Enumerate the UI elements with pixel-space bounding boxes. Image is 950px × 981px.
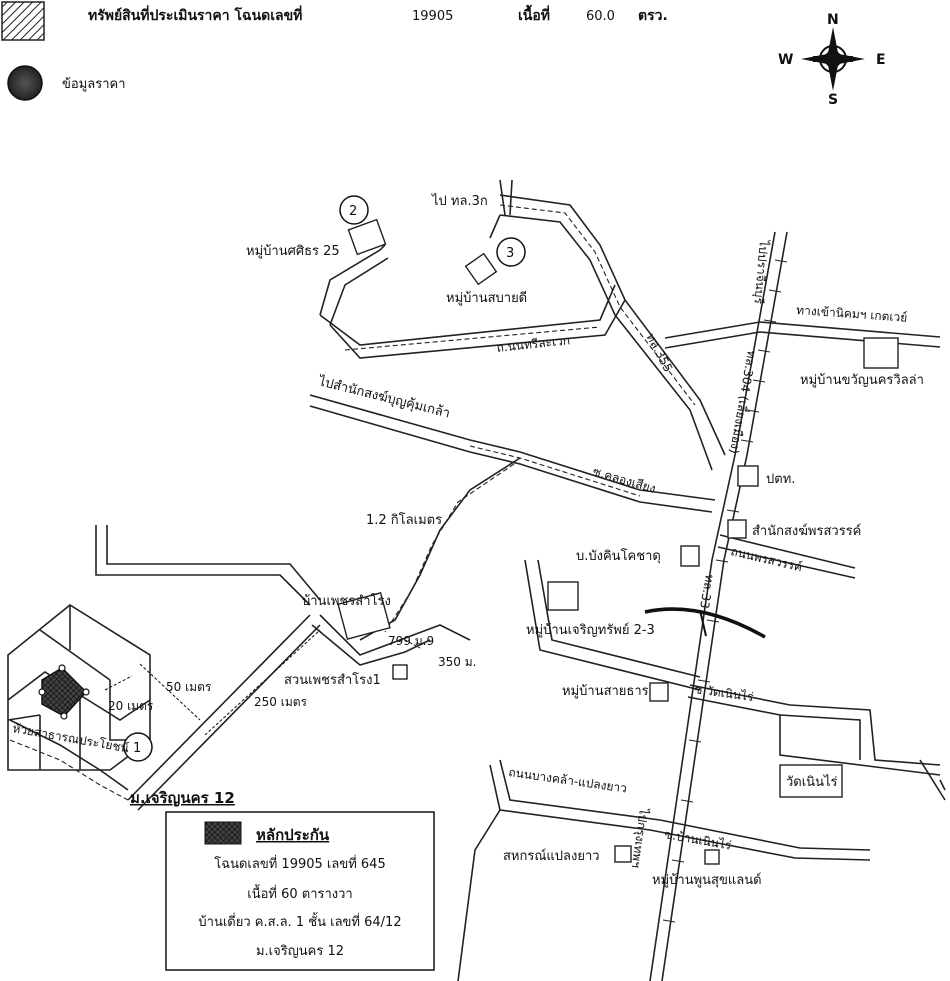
label-road-kanchana: ถ.นนทรีละเวก [496,333,571,355]
building-bungkhin [680,545,700,567]
distance-arrows [104,629,421,736]
building-wat-noenrai [779,764,843,798]
label-ban-phet: บ้านเพชรสำโรง [302,593,391,609]
comparable-3-box [464,252,498,286]
label-distance-250: 250 เมตร [254,695,308,709]
building-saithan [649,682,669,702]
building-khwanrak [863,337,899,369]
comparable-dot-icon [7,65,43,101]
label-number-799: 799 ม.9 [388,634,434,648]
label-to-route-3: ไป ทล.3ก [431,193,488,209]
label-distance-50: 50 เมตร [166,680,212,694]
subject-hatch-icon [1,1,45,41]
label-monastery: สำนักสงฆ์พรสวรรค์ [752,523,861,539]
collateral-line3: บ้านเดี่ยว ค.ส.ล. 1 ชั้น เลขที่ 64/12 [198,912,401,930]
legend-comparable-label: ข้อมูลราคา [62,77,126,92]
collateral-line1: โฉนดเลขที่ 19905 เลขที่ 645 [214,855,385,872]
marker-3[interactable]: 3 [496,237,526,267]
collateral-box: หลักประกัน โฉนดเลขที่ 19905 เลขที่ 645 เ… [165,811,435,971]
label-village-saithan: หมู่บ้านสายธาร [562,684,649,699]
building-charoen [547,581,579,611]
label-bungkhin: บ.บังคินโคชาดุ [576,548,661,564]
label-route-33: ทล.33 [697,573,717,609]
road-network [7,179,946,981]
collateral-title: หลักประกัน [256,826,330,844]
label-village-khwanrak: หมู่บ้านขวัญนครวิลล่า [800,373,924,388]
compass-rose-icon [801,27,865,91]
legend-deed-number: 19905 [412,9,453,24]
label-distance-350: 350 ม. [438,655,476,669]
marker-1[interactable]: 1 [123,732,153,762]
label-ptt: ปตท. [766,472,795,487]
building-cooperative [614,845,632,863]
label-road-phonsawan: ถนนพรสวรรค์ [729,544,803,574]
label-village-charoen: หมู่บ้านเจริญทรัพย์ 2-3 [526,622,655,638]
label-road-to-nikhom: ทางเข้านิคมฯ เกตเวย์ [796,303,908,325]
label-village-phoon: หมู่บ้านพูนสุขแลนด์ [652,872,762,888]
place-labels: ไป ทล.3ก หมู่บ้านศศิธร 25 หมู่บ้านสบายดี… [11,193,923,888]
label-distance-20: 20 เมตร [108,699,154,713]
legend-area-unit: ตรว. [638,8,668,24]
building-phoon [704,849,720,865]
label-road-bangkhla: ถนนบางคล้า-แปลงยาว [508,765,628,795]
label-suan-phet: สวนเพชรสำโรง1 [284,672,381,688]
compass-east-label: E [876,52,886,68]
building-ptt [737,465,759,487]
marker-2[interactable]: 2 [339,195,369,225]
label-cooperative: สหกรณ์แปลงยาว [503,848,600,864]
building-monastery [727,519,747,539]
label-village-sirin: หมู่บ้านศศิธร 25 [246,244,340,259]
building-ban-phet [337,592,391,640]
collateral-hatch-icon [204,821,242,845]
svg-text:2: 2 [349,204,357,219]
label-village-sabaidee: หมู่บ้านสบายดี [446,290,527,306]
subject-property-icon [41,667,88,717]
subject-corner-points [38,664,90,720]
compass-west-label: W [778,52,793,68]
building-suan-phet [392,664,408,680]
legend-area-label: เนื้อที่ [518,4,550,24]
label-public-canal: ห้วยสาธารณประโยชน์ [11,721,129,755]
collateral-line4: ม.เจริญนคร 12 [256,944,344,959]
label-distance-1-2km: 1.2 กิโลเมตร [366,512,442,528]
compass-south-label: S [828,92,838,108]
svg-text:1: 1 [133,741,141,756]
collateral-line2: เนื้อที่ 60 ตารางวา [247,884,353,902]
svg-text:3: 3 [506,246,514,261]
compass-north-label: N [827,12,839,28]
legend-area-value: 60.0 [586,9,615,24]
legend: ทรัพย์สินที่ประเมินราคา โฉนดเลขที่ 19905… [1,1,668,101]
label-to-prachinburi: ไปปราจีนบุรี [750,239,771,305]
legend-subject-label: ทรัพย์สินที่ประเมินราคา โฉนดเลขที่ [88,5,302,24]
comparable-2-box [347,218,387,256]
label-moo-charoen: ม.เจริญนคร 12 [130,789,235,807]
label-road-ban-noenrai: ซ.บ้านเนินไร่ [663,827,732,853]
label-wat-noenrai: วัดเนินไร่ [786,774,837,790]
